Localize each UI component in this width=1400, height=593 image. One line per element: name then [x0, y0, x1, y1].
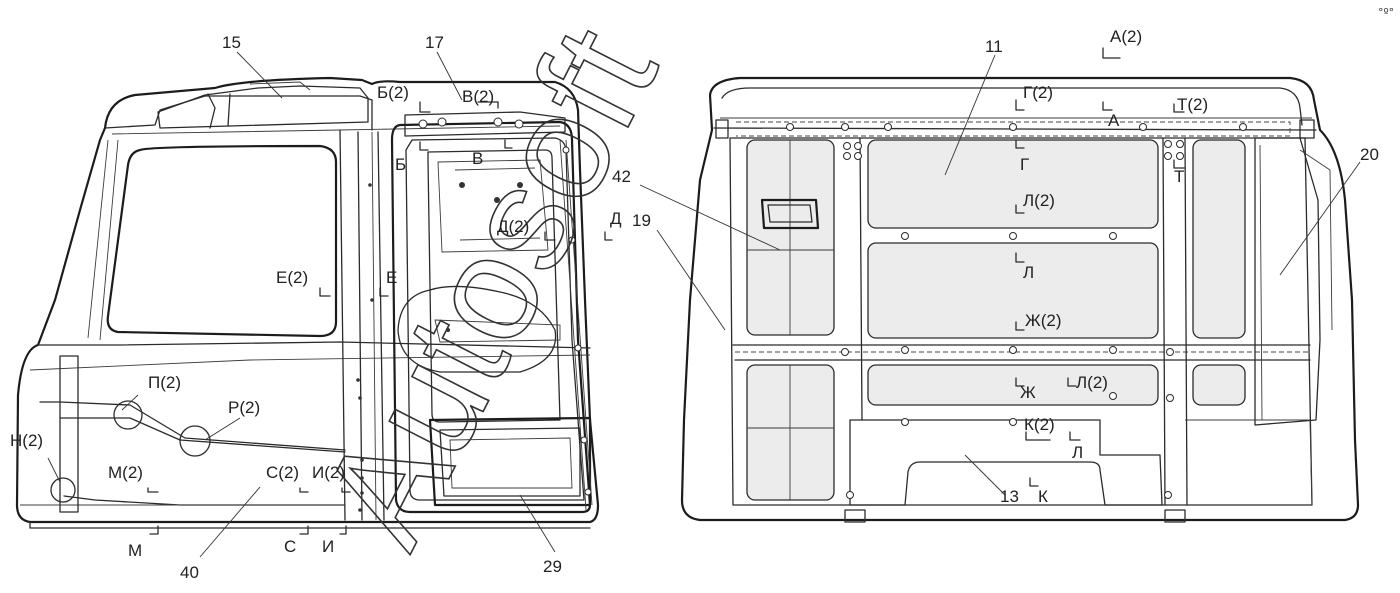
label-40: 40: [180, 563, 199, 582]
label-l2-mid: Л(2): [1076, 373, 1108, 392]
cab-rear-view: [680, 76, 1360, 523]
label-e2: Е(2): [276, 268, 308, 287]
label-v: В: [472, 149, 483, 168]
label-l-bot: Л: [1072, 443, 1083, 462]
label-29: 29: [543, 557, 562, 576]
label-d: Д: [610, 209, 622, 228]
rear-window-left-lower: [746, 364, 835, 501]
label-r2: Р(2): [228, 398, 260, 417]
label-g: Г: [1020, 155, 1029, 174]
rear-bolts: [786, 123, 1247, 499]
label-i: И: [322, 537, 334, 556]
label-k: К: [1038, 487, 1048, 506]
label-b2: Б(2): [377, 83, 409, 102]
label-p2: П(2): [148, 373, 181, 392]
label-t2: Т(2): [1177, 95, 1208, 114]
section-marks: [147, 47, 1185, 535]
door-17: [390, 120, 592, 514]
label-42: 42: [612, 167, 631, 186]
label-e: Е: [386, 268, 397, 287]
label-zh: Ж: [1020, 383, 1036, 402]
label-15: 15: [222, 33, 241, 52]
label-m2: М(2): [108, 463, 143, 482]
cab-side-outline: [15, 76, 600, 524]
callout-labels: 15 17 Б(2) В(2) Б В Д(2) Д Е(2) Е П(2) Р…: [10, 27, 1379, 582]
label-a2: А(2): [1110, 27, 1142, 46]
label-17: 17: [425, 33, 444, 52]
rear-panel-right-lower: [1192, 364, 1246, 406]
roof-hatch-15: [157, 85, 369, 129]
label-d2: Д(2): [497, 217, 529, 236]
label-g2: Г(2): [1023, 83, 1053, 102]
label-s2: С(2): [266, 463, 299, 482]
cab-side-view: [15, 76, 600, 529]
hole-p2: [113, 400, 143, 430]
label-t: Т: [1174, 167, 1184, 186]
hole-n2: [50, 477, 76, 503]
label-v2: В(2): [462, 87, 494, 106]
label-20: 20: [1360, 145, 1379, 164]
label-13: 13: [1000, 487, 1019, 506]
label-a: А: [1108, 111, 1120, 130]
label-11: 11: [985, 37, 1003, 56]
label-zh2: Ж(2): [1025, 311, 1061, 330]
corner-mark: °º°: [1378, 6, 1394, 19]
label-i2: И(2): [312, 463, 345, 482]
hole-r2: [179, 425, 211, 457]
mirror-outline: [397, 285, 557, 373]
label-n2: Н(2): [10, 431, 43, 450]
rear-panel-right-upper: [1192, 139, 1246, 339]
rear-panel-center-middle: [867, 242, 1159, 339]
rear-handle-42: [760, 198, 820, 230]
label-19: 19: [632, 211, 651, 230]
door-lower-panel-29: [428, 416, 592, 507]
front-step-panel: [59, 355, 79, 513]
rear-panel-center-lower: [867, 364, 1159, 406]
rear-wing-20: [1254, 137, 1321, 426]
label-l-top: Л: [1023, 263, 1034, 282]
side-window: [106, 144, 338, 338]
rear-window-left-upper: [746, 139, 835, 336]
door-inner-recess: [427, 149, 561, 423]
label-m: М: [128, 541, 142, 560]
cab-rear-outline: [680, 76, 1360, 522]
label-k2: К(2): [1024, 415, 1055, 434]
leader-lines: [47, 51, 1361, 558]
label-b: Б: [395, 155, 406, 174]
rear-bottom-panel-13: [849, 419, 1163, 506]
label-s: С: [284, 537, 296, 556]
label-l2-top: Л(2): [1023, 191, 1055, 210]
rear-panel-center-upper: [867, 139, 1159, 229]
